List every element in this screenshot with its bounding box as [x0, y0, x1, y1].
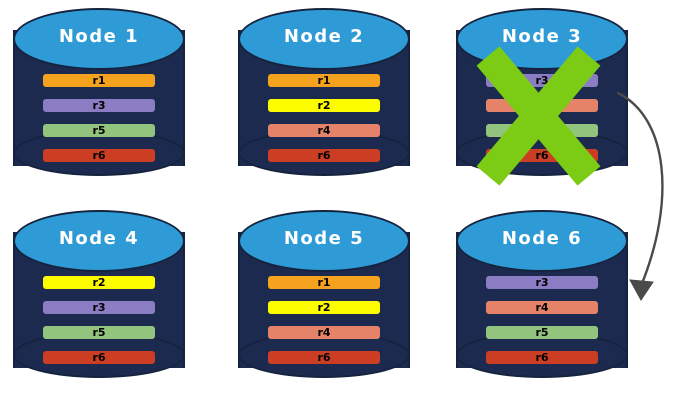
cylinder-top-ellipse [13, 8, 185, 70]
node-5[interactable]: Node 5 r1 r2 r4 r6 [238, 210, 410, 390]
replica-stripe-list: r2 r3 r5 r6 [43, 276, 155, 364]
replica-stripe[interactable]: r6 [486, 149, 598, 162]
replica-stripe[interactable]: r5 [43, 124, 155, 137]
cylinder-top-ellipse [456, 8, 628, 70]
replica-stripe[interactable]: r4 [486, 301, 598, 314]
replica-stripe-list: r1 r2 r4 r6 [268, 74, 380, 162]
replica-stripe-list: r3 r4 r5 r6 [486, 74, 598, 162]
replica-stripe[interactable]: r4 [268, 124, 380, 137]
replica-stripe[interactable]: r3 [486, 74, 598, 87]
cylinder-top-ellipse [238, 8, 410, 70]
replica-stripe[interactable]: r5 [486, 124, 598, 137]
replica-stripe[interactable]: r3 [43, 99, 155, 112]
replica-stripe[interactable]: r2 [43, 276, 155, 289]
node-3[interactable]: Node 3 r3 r4 r5 r6 [456, 8, 628, 188]
cylinder-top-ellipse [13, 210, 185, 272]
cylinder-top-ellipse [456, 210, 628, 272]
replica-stripe[interactable]: r2 [268, 301, 380, 314]
cylinder-top-ellipse [238, 210, 410, 272]
node-2[interactable]: Node 2 r1 r2 r4 r6 [238, 8, 410, 188]
replica-stripe[interactable]: r6 [268, 149, 380, 162]
replica-stripe[interactable]: r4 [268, 326, 380, 339]
replica-stripe[interactable]: r4 [486, 99, 598, 112]
replica-stripe[interactable]: r1 [43, 74, 155, 87]
replica-stripe[interactable]: r1 [268, 74, 380, 87]
node-6[interactable]: Node 6 r3 r4 r5 r6 [456, 210, 628, 390]
replica-stripe-list: r3 r4 r5 r6 [486, 276, 598, 364]
replica-stripe[interactable]: r3 [486, 276, 598, 289]
replica-stripe[interactable]: r5 [43, 326, 155, 339]
node-1[interactable]: Node 1 r1 r3 r5 r6 [13, 8, 185, 188]
node-4[interactable]: Node 4 r2 r3 r5 r6 [13, 210, 185, 390]
replica-stripe[interactable]: r6 [43, 149, 155, 162]
replica-stripe-list: r1 r2 r4 r6 [268, 276, 380, 364]
replica-stripe[interactable]: r6 [486, 351, 598, 364]
replica-stripe[interactable]: r3 [43, 301, 155, 314]
replica-stripe[interactable]: r1 [268, 276, 380, 289]
replica-stripe-list: r1 r3 r5 r6 [43, 74, 155, 162]
replica-stripe[interactable]: r6 [43, 351, 155, 364]
replica-stripe[interactable]: r5 [486, 326, 598, 339]
replica-stripe[interactable]: r6 [268, 351, 380, 364]
replica-stripe[interactable]: r2 [268, 99, 380, 112]
